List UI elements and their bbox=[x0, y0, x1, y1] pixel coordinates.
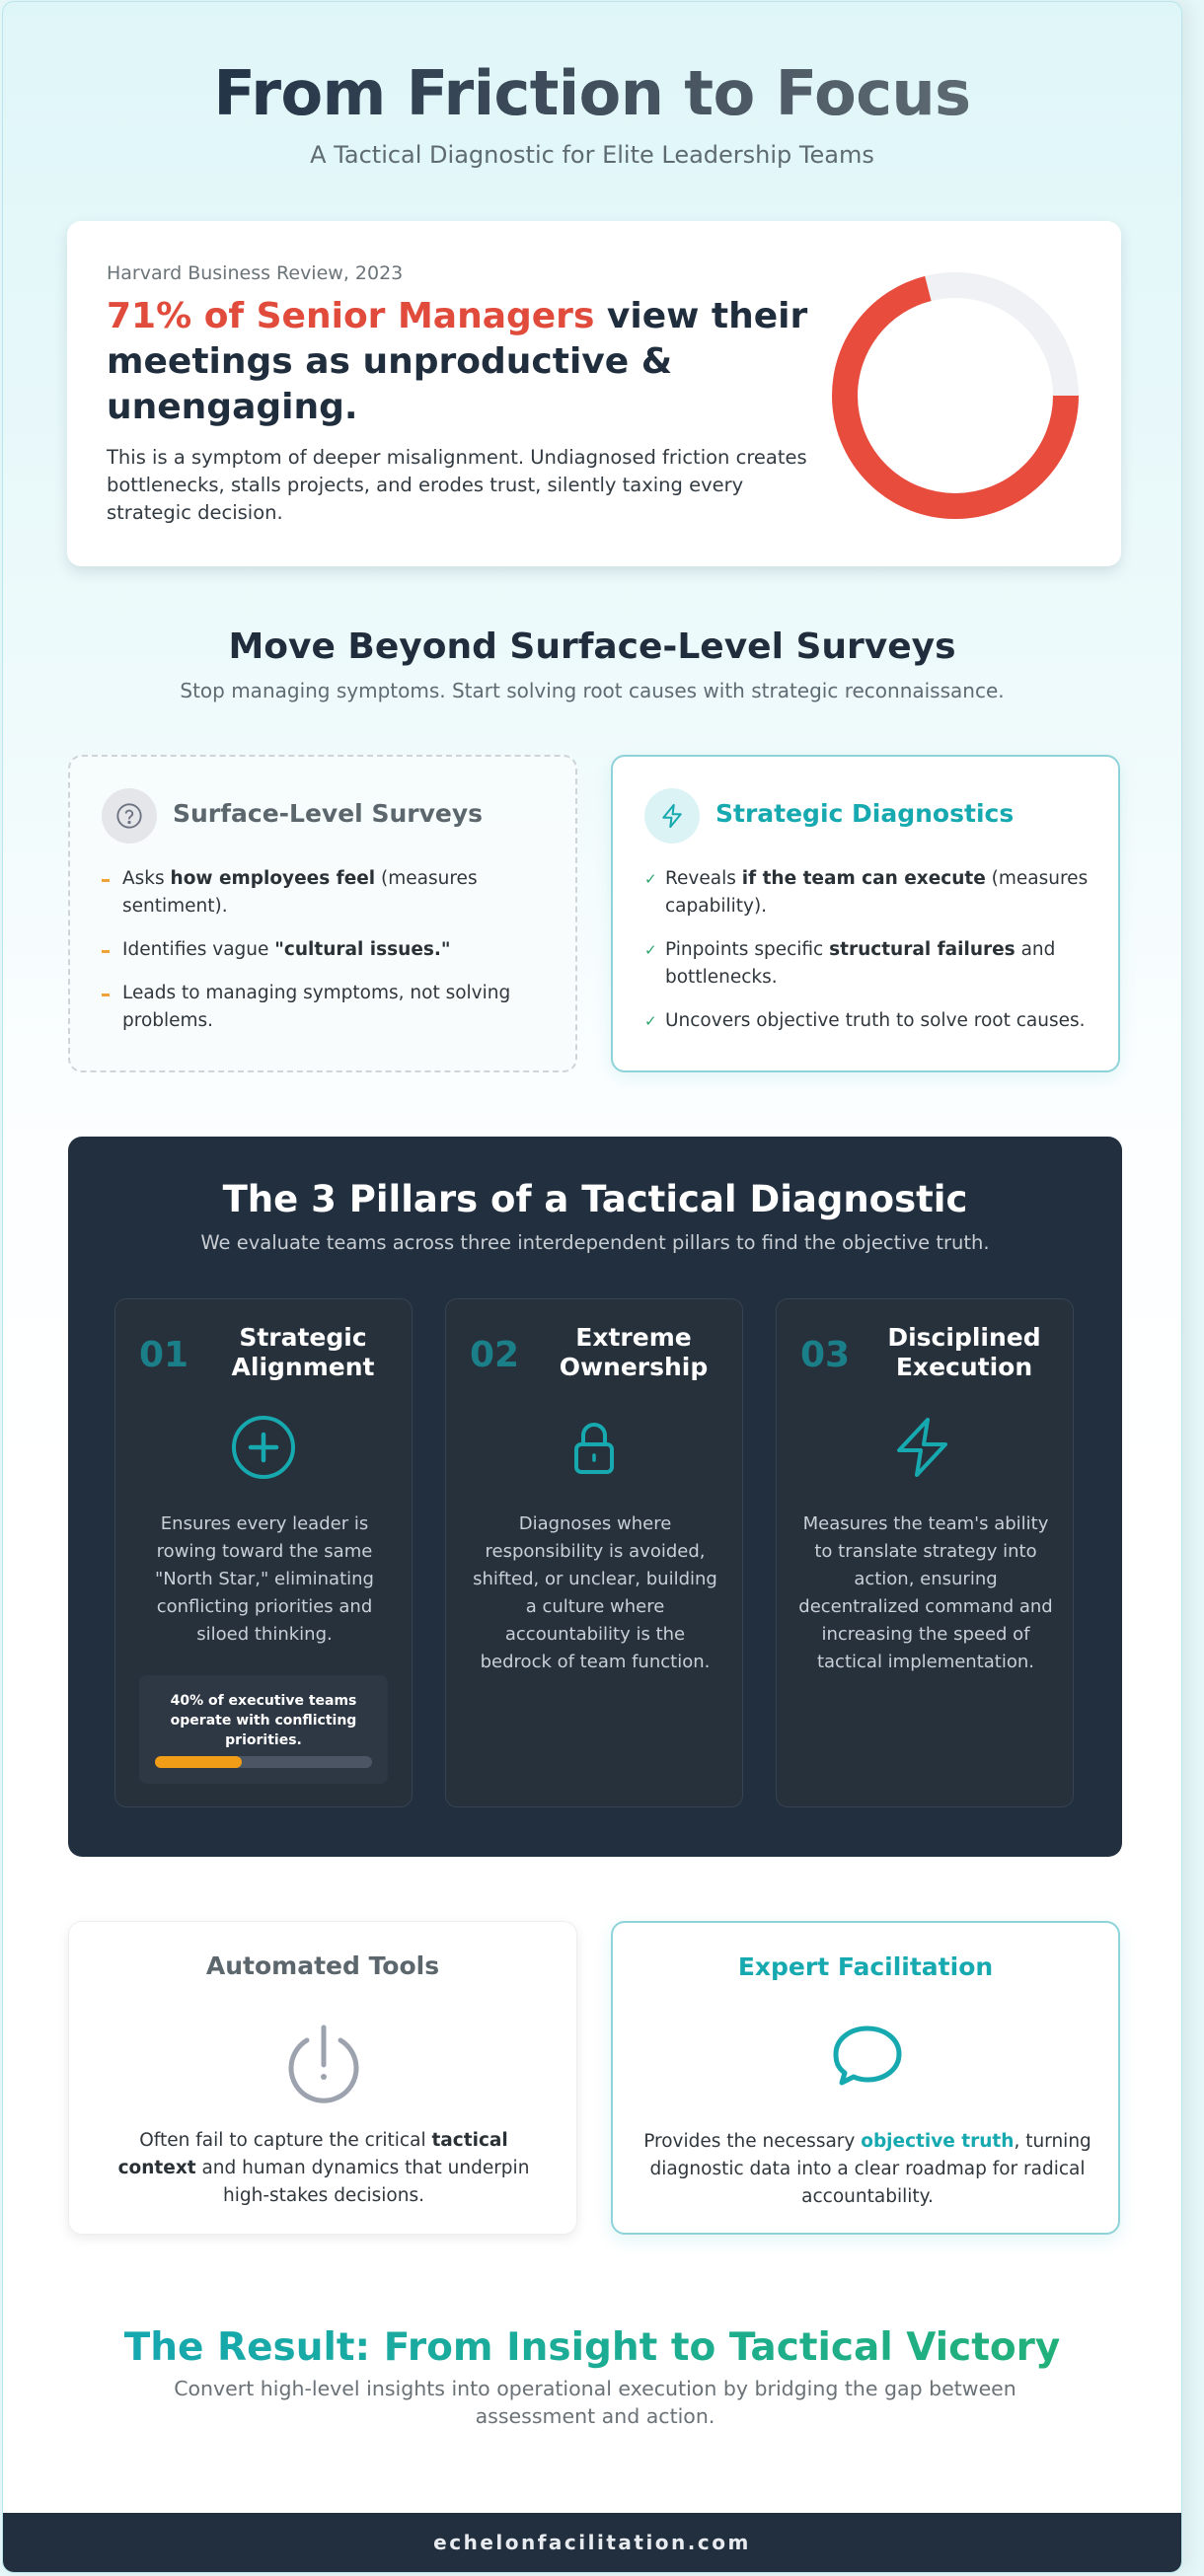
list-item: Leads to managing symptoms, not solving … bbox=[102, 980, 556, 1035]
pillar-description: Ensures every leader is rowing toward th… bbox=[155, 1513, 374, 1645]
pillar-card-extreme-ownership: 02 Extreme Ownership Diagnoses where res… bbox=[445, 1298, 743, 1807]
pillar-number: 01 bbox=[139, 1335, 189, 1375]
expert-facilitation-card: Expert Facilitation Provides the necessa… bbox=[611, 1921, 1120, 2235]
pillar-stat-box: 40% of executive teams operate with conf… bbox=[139, 1675, 388, 1784]
lightning-icon bbox=[644, 788, 700, 844]
surveys-section-title: Move Beyond Surface-Level Surveys bbox=[228, 626, 956, 667]
dash-bullet-icon bbox=[102, 994, 110, 996]
expert-facilitation-description: Provides the necessary objective truth, … bbox=[643, 2131, 1091, 2207]
dash-bullet-icon bbox=[102, 950, 110, 953]
plus-circle-icon bbox=[232, 1416, 295, 1479]
pillars-title: The 3 Pillars of a Tactical Diagnostic bbox=[222, 1178, 968, 1220]
check-icon: ✓ bbox=[644, 941, 657, 959]
dash-bullet-icon bbox=[102, 879, 110, 882]
list-item: Asks how employees feel (measures sentim… bbox=[102, 865, 556, 920]
automated-tools-title: Automated Tools bbox=[205, 1951, 440, 1980]
surface-surveys-card: Surface-Level Surveys Asks how employees… bbox=[68, 755, 577, 1072]
expert-facilitation-title: Expert Facilitation bbox=[737, 1952, 994, 1981]
pillar-title: Disciplined Execution bbox=[887, 1323, 1041, 1381]
result-subtitle: Convert high-level insights into operati… bbox=[174, 2377, 1016, 2428]
stat-body: This is a symptom of deeper misalignment… bbox=[107, 446, 807, 524]
surface-surveys-list: Asks how employees feel (measures sentim… bbox=[102, 865, 556, 1051]
list-item: ✓Uncovers objective truth to solve root … bbox=[644, 1007, 1098, 1035]
progress-bar bbox=[155, 1756, 372, 1768]
statistic-card: Harvard Business Review, 2023 71% of Sen… bbox=[67, 221, 1121, 566]
surveys-section-subtitle: Stop managing symptoms. Start solving ro… bbox=[180, 679, 1005, 702]
power-alert-icon bbox=[288, 2024, 359, 2103]
stat-headline-rest: view their meetings as unproductive & un… bbox=[107, 296, 808, 427]
check-icon: ✓ bbox=[644, 870, 657, 888]
strategic-diagnostics-list: ✓Reveals if the team can execute (measur… bbox=[644, 865, 1098, 1051]
pillar-number: 02 bbox=[470, 1335, 520, 1375]
pillar-description: Measures the team's ability to translate… bbox=[798, 1513, 1053, 1672]
pillars-section: The 3 Pillars of a Tactical Diagnostic W… bbox=[68, 1137, 1122, 1857]
infographic-page: From Friction to Focus A Tactical Diagno… bbox=[2, 1, 1182, 2573]
automated-tools-description: Often fail to capture the critical tacti… bbox=[117, 2130, 530, 2206]
lock-icon bbox=[574, 1423, 614, 1474]
chat-bubble-icon bbox=[833, 2025, 902, 2086]
list-item: ✓Pinpoints specific structural failures … bbox=[644, 936, 1098, 992]
pillar-title: Strategic Alignment bbox=[231, 1323, 375, 1381]
pillar-title: Extreme Ownership bbox=[559, 1323, 709, 1381]
list-item: Identifies vague "cultural issues." bbox=[102, 936, 556, 964]
footer-domain-link[interactable]: echelonfacilitation.com bbox=[433, 2531, 751, 2554]
lightning-icon bbox=[897, 1418, 947, 1477]
stat-source: Harvard Business Review, 2023 bbox=[107, 262, 404, 284]
page-subtitle: A Tactical Diagnostic for Elite Leadersh… bbox=[310, 141, 874, 169]
check-icon: ✓ bbox=[644, 1012, 657, 1030]
surface-surveys-title: Surface-Level Surveys bbox=[173, 799, 484, 828]
page-title: From Friction to Focus bbox=[3, 57, 1181, 129]
automated-tools-card: Automated Tools Often fail to capture th… bbox=[68, 1921, 577, 2235]
donut-fill-arc bbox=[832, 272, 1079, 519]
pillar-card-strategic-alignment: 01 Strategic Alignment Ensures every lea… bbox=[114, 1298, 413, 1807]
pillar-number: 03 bbox=[800, 1335, 851, 1375]
pillar-description: Diagnoses where responsibility is avoide… bbox=[473, 1513, 717, 1672]
stat-headline-accent: 71% of Senior Managers bbox=[107, 296, 595, 336]
progress-bar-fill bbox=[155, 1756, 242, 1768]
strategic-diagnostics-title: Strategic Diagnostics bbox=[715, 799, 1015, 828]
stat-headline: 71% of Senior Managers view their meetin… bbox=[107, 294, 817, 430]
pillars-subtitle: We evaluate teams across three interdepe… bbox=[200, 1231, 990, 1254]
list-item: ✓Reveals if the team can execute (measur… bbox=[644, 865, 1098, 920]
donut-chart bbox=[832, 272, 1079, 519]
pillar-stat-text: 40% of executive teams operate with conf… bbox=[170, 1693, 357, 1748]
result-title: The Result: From Insight to Tactical Vic… bbox=[123, 2325, 1061, 2370]
pillar-card-disciplined-execution: 03 Disciplined Execution Measures the te… bbox=[776, 1298, 1074, 1807]
strategic-diagnostics-card: Strategic Diagnostics ✓Reveals if the te… bbox=[611, 755, 1120, 1072]
footer: echelonfacilitation.com bbox=[3, 2513, 1181, 2572]
question-circle-icon bbox=[102, 788, 157, 844]
